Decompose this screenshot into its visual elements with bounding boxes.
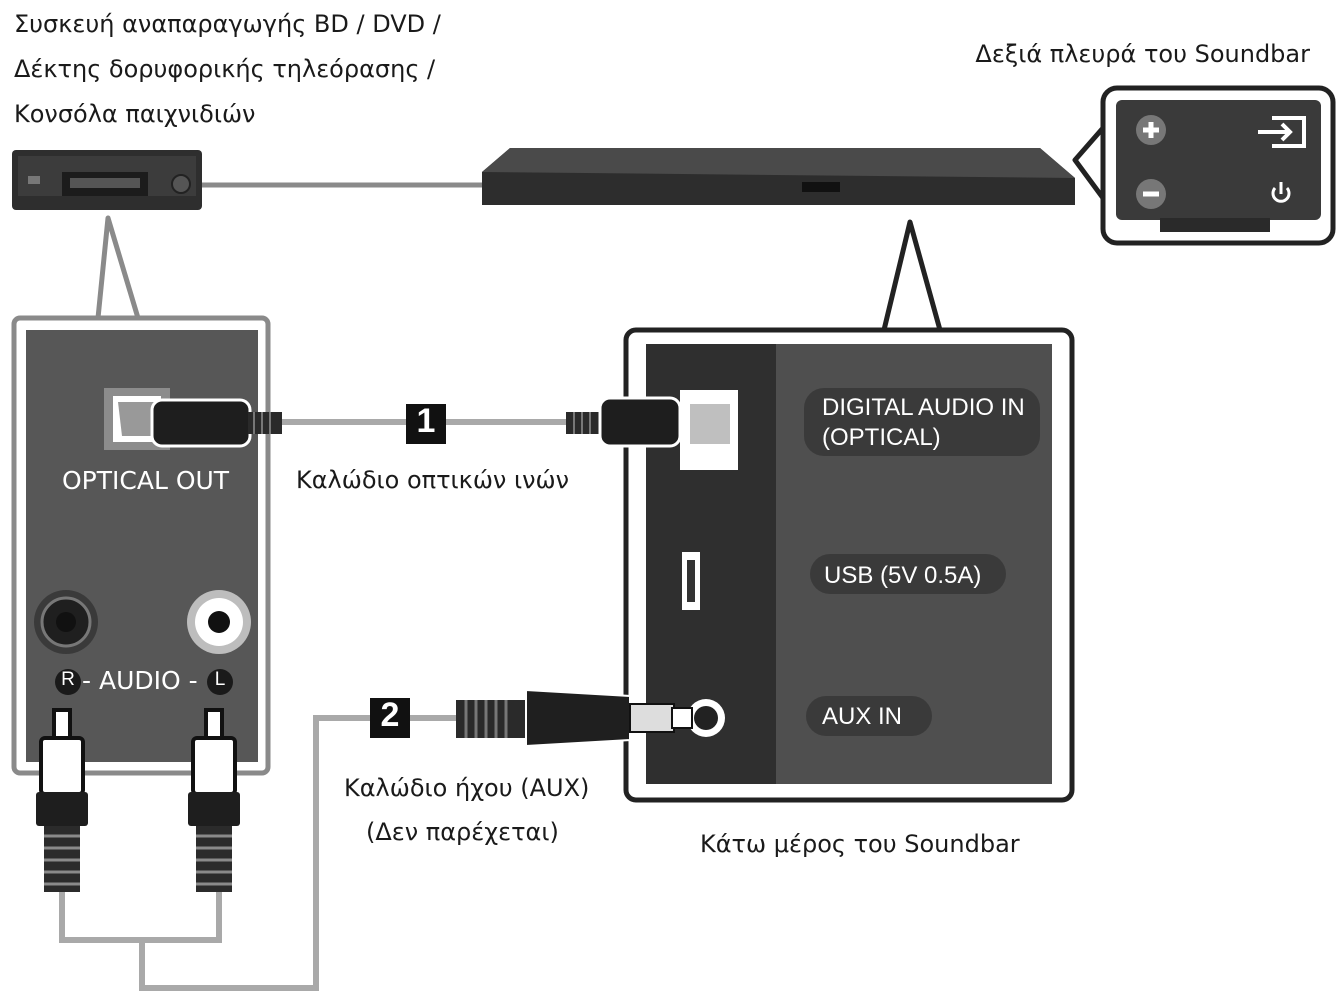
optical-plug-left [150, 398, 282, 448]
power-icon[interactable] [1271, 182, 1291, 203]
audio-l-jack[interactable] [187, 590, 251, 654]
optical-out-label: OPTICAL OUT [62, 466, 230, 495]
usb-port[interactable] [682, 552, 700, 610]
aux-cable-line [139, 715, 372, 991]
aux-cable-label: Καλώδιο ήχου (AUX) [344, 774, 590, 802]
aux-in-label: AUX IN [822, 703, 903, 730]
optical-cable-label: Καλώδιο οπτικών ινών [296, 466, 569, 494]
step-1-number: 1 [416, 402, 436, 440]
source-label-line2: Δέκτης δορυφορικής τηλεόρασης / [14, 55, 436, 83]
optical-plug-right [566, 396, 682, 448]
aux-in-jack[interactable] [687, 699, 725, 737]
aux-in-pill [806, 696, 932, 736]
audio-r-label: R [61, 669, 75, 690]
soundbar [482, 148, 1075, 205]
audio-label: - AUDIO - [82, 666, 198, 695]
source-device [12, 150, 202, 210]
soundbar-side-callout [1072, 85, 1336, 246]
step-1-badge [406, 404, 446, 444]
audio-l-label: L [214, 669, 226, 690]
soundbar-bottom-label: Κάτω μέρος του Soundbar [700, 830, 1020, 858]
rca-plug-l[interactable] [188, 708, 240, 892]
plus-icon[interactable] [1136, 115, 1166, 145]
minus-icon[interactable] [1136, 179, 1166, 209]
audio-r-jack[interactable] [34, 590, 98, 654]
soundbar-right-side-label: Δεξιά πλευρά του Soundbar [975, 40, 1310, 68]
rca-plug-r[interactable] [36, 708, 88, 892]
audio-l-badge [207, 669, 233, 695]
usb-pill [810, 554, 1006, 594]
aux-plug [456, 688, 693, 748]
step-2-badge [370, 698, 410, 738]
aux-cable-note: (Δεν παρέχεται) [366, 818, 559, 846]
digital-in-label-line2: (OPTICAL) [822, 424, 941, 451]
audio-r-badge [55, 669, 81, 695]
usb-label: USB (5V 0.5A) [824, 562, 982, 589]
digital-in-label-line1: DIGITAL AUDIO IN [822, 394, 1025, 421]
digital-audio-in-port[interactable] [680, 390, 738, 470]
step-2-number: 2 [380, 696, 400, 734]
input-source-icon[interactable] [1258, 116, 1306, 148]
source-label-line1: Συσκευή αναπαραγωγής BD / DVD / [14, 10, 441, 38]
source-label-line3: Κονσόλα παιχνιδιών [14, 100, 256, 128]
digital-in-pill [804, 388, 1040, 456]
rca-bundle-cable [59, 860, 222, 943]
